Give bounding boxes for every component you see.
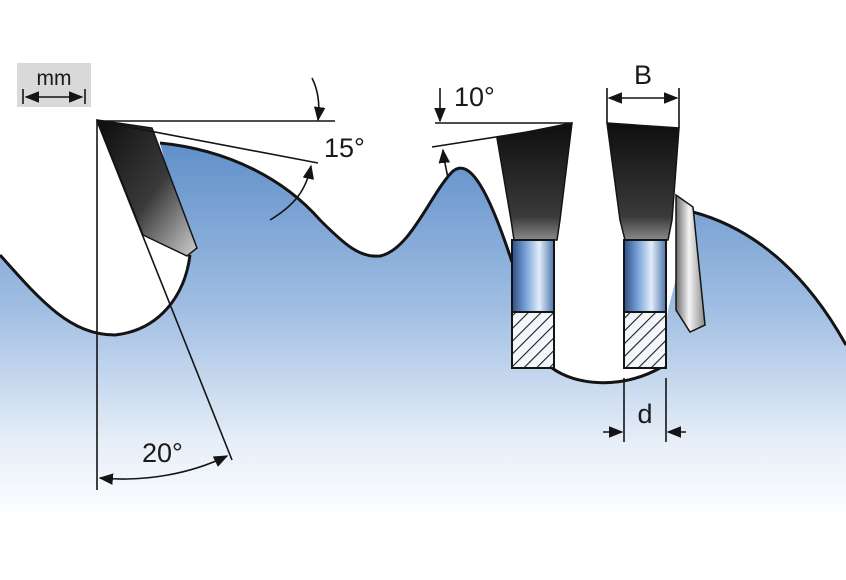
right-stem-hatch [623,311,667,369]
clearance-angle-line [96,120,319,164]
width-label: B [634,60,652,90]
blade-outline-far-right [692,210,846,346]
middle-stem-hatch [511,311,555,369]
blade-outline [0,254,192,337]
unit-badge-label: mm [37,67,72,90]
thickness-label: d [637,399,652,429]
axial-angle-line [431,124,573,148]
axial-angle-label: 10° [454,82,495,112]
hook-angle-line [96,120,233,461]
blade-body [0,143,846,580]
blade-outline-right [551,366,661,385]
hook-angle-label: 20° [142,438,183,468]
right-stem [623,239,667,313]
unit-badge: mm [17,63,91,107]
clearance-angle-label: 15° [324,133,365,163]
blade-outline-gullet [159,141,514,263]
hook-arc [98,455,229,485]
middle-stem [511,239,555,313]
clearance-arc-lower [269,164,314,221]
middle-carbide-tip [496,122,573,241]
right-side-plate [675,193,706,333]
right-carbide-tip [606,122,680,241]
clearance-arc-upper [311,77,326,122]
axial-arrow-lower [438,148,451,179]
